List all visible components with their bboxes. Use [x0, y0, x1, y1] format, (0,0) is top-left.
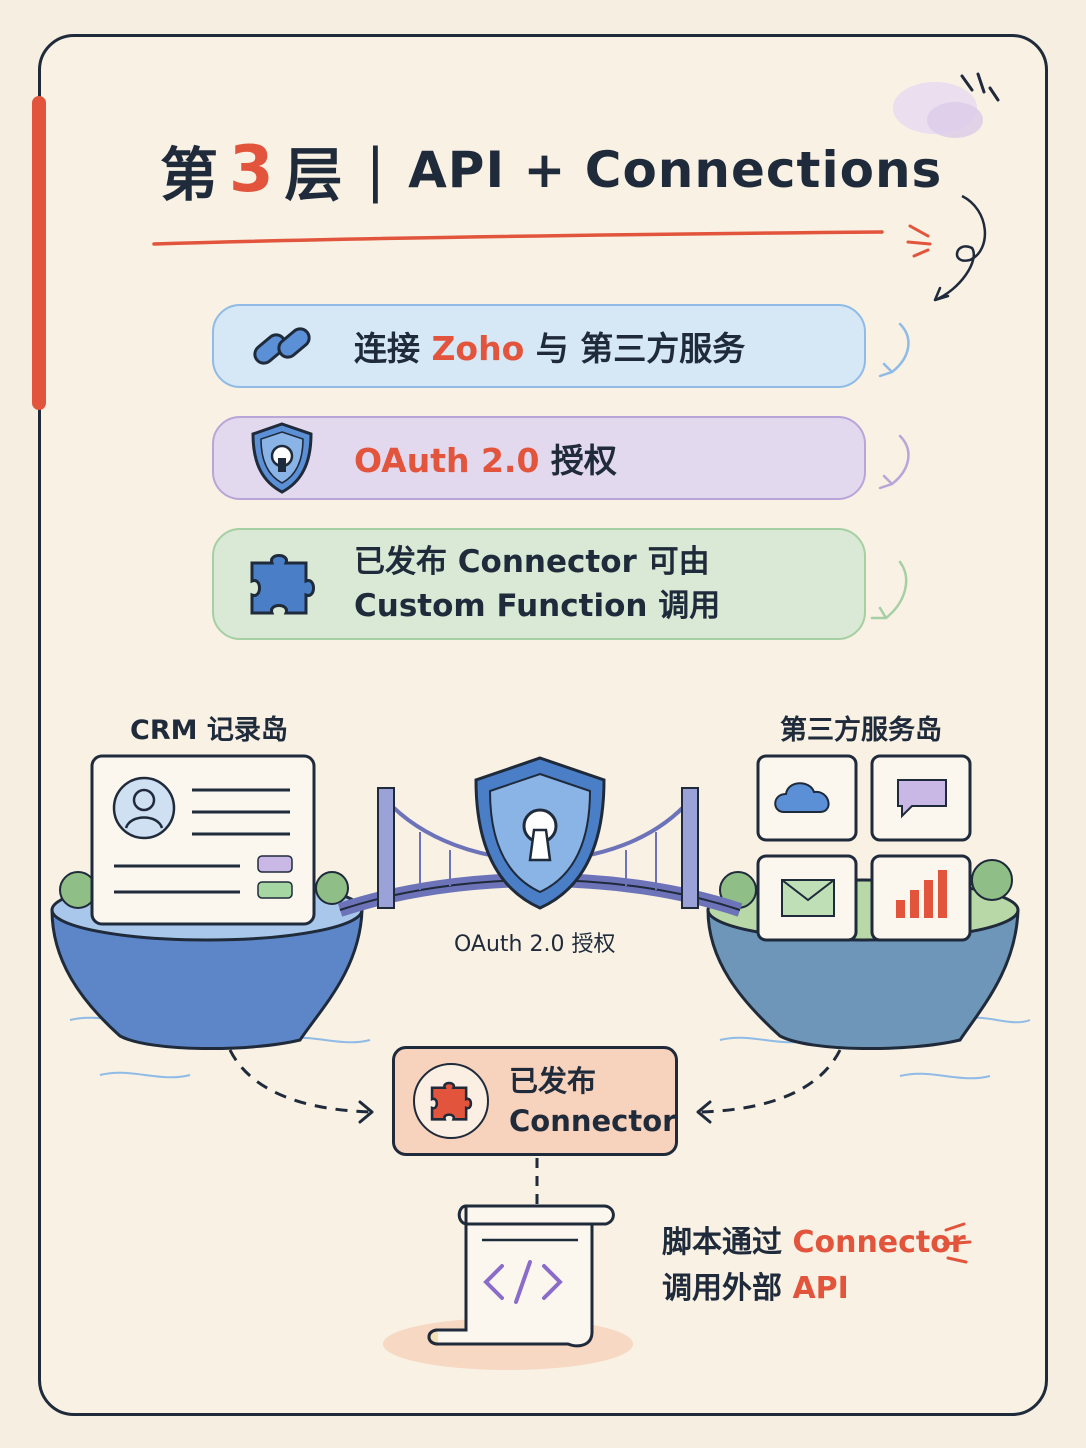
bridge-diagram [50, 754, 1031, 1206]
link-icon [244, 308, 320, 384]
connector-line1: 已发布 [509, 1064, 597, 1098]
title-separator: | [365, 136, 387, 204]
shield-lock-icon [244, 420, 320, 496]
card-connector-line2: Custom Function 调用 [354, 588, 721, 624]
title-suffix: 层 [284, 141, 344, 209]
title-underline [152, 230, 884, 246]
title-prefix: 第 [160, 141, 220, 209]
curly-arrow-decoration [870, 560, 908, 620]
connector-line2: Connector [509, 1104, 677, 1138]
bar-chart-icon [870, 854, 972, 942]
curly-arrow-decoration [878, 322, 910, 378]
connector-box: 已发布 Connector [392, 1046, 678, 1156]
decorative-doodles [893, 72, 1000, 302]
script-scroll-icon [383, 1204, 633, 1370]
card-connect-services: 连接 Zoho 与 第三方服务 [212, 304, 866, 388]
accent-bar [32, 96, 46, 410]
puzzle-icon [244, 546, 320, 622]
card-connect-text: 连接 Zoho 与 第三方服务 [354, 329, 746, 368]
card-oauth: OAuth 2.0 授权 [212, 416, 866, 500]
card-connector-callable: 已发布 Connector 可由 Custom Function 调用 [212, 528, 866, 640]
title-subtitle: API + Connections [408, 141, 943, 199]
card-connector-line1: 已发布 Connector 可由 [354, 544, 710, 580]
chat-bubble-icon [870, 754, 972, 842]
bridge-label: OAuth 2.0 授权 [454, 932, 616, 957]
card-connector-text: 已发布 Connector 可由 Custom Function 调用 [354, 540, 720, 628]
poster-frame [38, 34, 1048, 1416]
emphasis-marks-decoration [942, 1222, 972, 1264]
left-island [50, 754, 364, 1051]
title-number: 3 [229, 133, 275, 207]
curly-arrow-decoration [878, 434, 910, 490]
card-oauth-text: OAuth 2.0 授权 [354, 441, 617, 480]
left-island-label: CRM 记录岛 [130, 715, 288, 746]
oauth-shield-icon [474, 756, 606, 910]
right-island-label: 第三方服务岛 [780, 715, 942, 746]
right-island [706, 754, 1020, 1051]
mail-icon [756, 854, 858, 942]
script-note: 脚本通过 Connector 调用外部 API [662, 1225, 966, 1306]
page-title: 第 3 层 | API + Connections [160, 128, 942, 212]
cloud-icon [756, 754, 858, 842]
puzzle-icon [413, 1063, 489, 1139]
